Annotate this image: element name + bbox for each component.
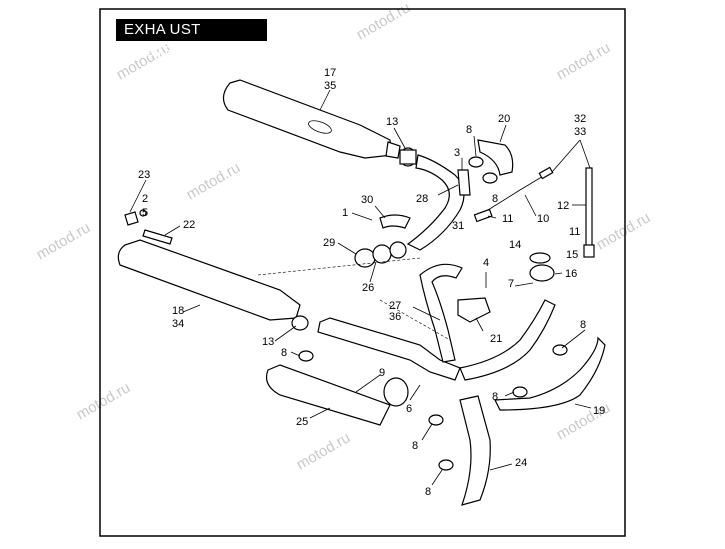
lower-muffler	[117, 239, 301, 321]
callout-19: 19	[593, 405, 605, 417]
sensor-lead	[479, 171, 551, 216]
callouts: 17 35 13 20 32 33 8 3 8 28 30 1 31 11 10…	[138, 67, 605, 498]
watermark-text: motod.ru	[554, 39, 614, 83]
callout-9: 9	[379, 367, 385, 379]
callout-18: 18	[172, 305, 184, 317]
callout-30: 30	[361, 194, 373, 206]
clamp-30	[379, 214, 411, 229]
callout-8: 8	[466, 124, 472, 136]
watermark-text: motod.ru	[294, 429, 354, 473]
callout-4: 4	[483, 257, 489, 269]
sensor-11a	[473, 208, 493, 223]
clamp-8f	[428, 414, 444, 426]
front-pipe	[459, 299, 556, 381]
watermark-text: motod.ru	[184, 159, 244, 203]
clamp-8g	[438, 459, 454, 471]
callout-33: 33	[574, 126, 586, 138]
bracket-23	[124, 211, 139, 226]
callout-8: 8	[281, 347, 287, 359]
upper-clamp	[399, 147, 417, 167]
callout-11: 11	[502, 213, 513, 225]
callout-27: 27	[389, 300, 401, 312]
callout-17: 17	[324, 67, 336, 79]
callout-8: 8	[492, 193, 498, 205]
callout-34: 34	[172, 318, 184, 330]
callout-23: 23	[138, 169, 150, 181]
heat-shield-24	[459, 395, 491, 506]
joint-clamp-26-29	[354, 241, 407, 268]
heat-shield-20	[477, 139, 514, 176]
callout-14: 14	[509, 239, 521, 251]
clamp-8c	[298, 350, 314, 362]
diagram-frame	[99, 8, 626, 537]
callout-28: 28	[416, 193, 428, 205]
watermark-text: motod.ru	[354, 0, 414, 43]
clamp-8b	[482, 172, 498, 184]
callout-21: 21	[490, 333, 502, 345]
bracket-22	[142, 229, 173, 245]
upper-muffler	[222, 79, 401, 159]
watermark-text: motod.ru	[594, 209, 654, 253]
callout-2: 2	[142, 193, 148, 205]
watermark-text: motod.ru	[74, 379, 134, 423]
bolt-2	[139, 209, 147, 217]
leader-lines	[129, 89, 592, 486]
clamp-8d	[552, 344, 568, 356]
callout-31: 31	[452, 220, 464, 232]
clamp-9	[383, 377, 409, 407]
callout-3: 3	[454, 147, 460, 159]
sensor-12	[585, 167, 593, 249]
flange-21	[457, 297, 491, 323]
clamp-8e	[512, 386, 528, 398]
callout-25: 25	[296, 416, 308, 428]
watermark-text: motod.ru	[34, 219, 94, 263]
callout-36: 36	[389, 311, 401, 323]
callout-8: 8	[412, 440, 418, 452]
callout-5: 5	[142, 207, 148, 219]
callout-16: 16	[565, 268, 577, 280]
callout-12: 12	[557, 200, 569, 212]
lower-clamp-13	[291, 315, 309, 331]
callout-29: 29	[323, 237, 335, 249]
clamp-8a	[468, 156, 484, 168]
callout-20: 20	[498, 113, 510, 125]
gasket-15	[529, 252, 551, 264]
callout-8: 8	[580, 319, 586, 331]
callout-1: 1	[342, 207, 348, 219]
callout-10: 10	[537, 213, 549, 225]
callout-15: 15	[566, 249, 578, 261]
callout-24: 24	[515, 457, 527, 469]
heat-shield-25	[265, 364, 391, 426]
alignment-line	[257, 257, 421, 276]
rear-header-pipe	[419, 263, 463, 363]
callout-7: 7	[508, 278, 514, 290]
callout-22: 22	[183, 219, 195, 231]
crossover-pipe	[317, 317, 461, 381]
callout-8: 8	[425, 486, 431, 498]
callout-13: 13	[386, 116, 398, 128]
bracket-3	[457, 169, 471, 196]
callout-6: 6	[406, 403, 412, 415]
callout-8: 8	[492, 391, 498, 403]
callout-32: 32	[574, 113, 586, 125]
callout-11: 11	[569, 226, 580, 238]
front-header-pipe	[406, 154, 465, 251]
callout-26: 26	[362, 282, 374, 294]
heat-shield-19	[494, 336, 606, 411]
callout-13: 13	[262, 336, 274, 348]
callout-35: 35	[324, 80, 336, 92]
flange-16	[529, 264, 555, 282]
alignment-line	[379, 299, 451, 341]
diagram-title: EXHA UST SYSTEM	[116, 19, 267, 60]
